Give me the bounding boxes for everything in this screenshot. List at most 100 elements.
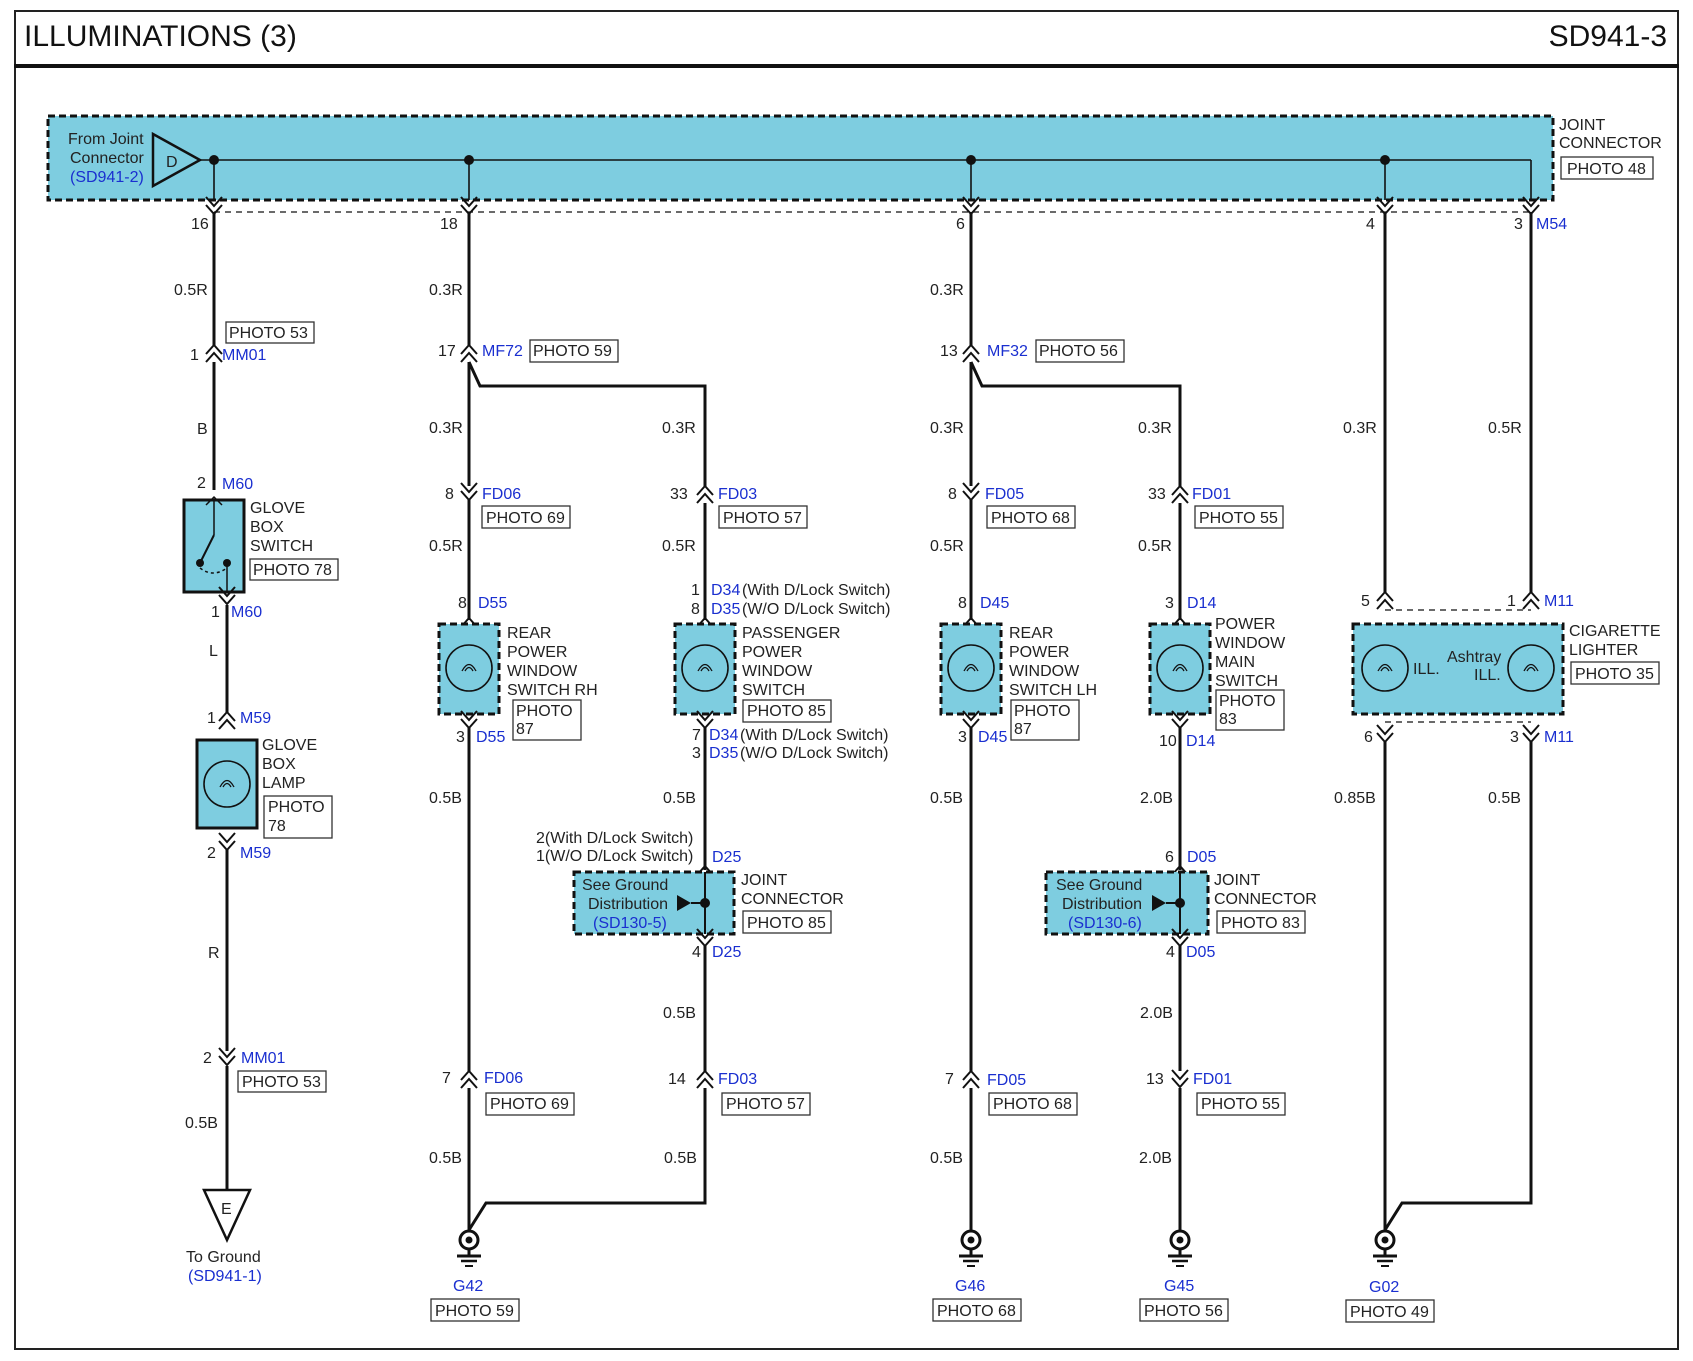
conn-m59: M59 (240, 710, 271, 727)
svg-text:Distribution: Distribution (1062, 896, 1142, 913)
svg-text:14: 14 (668, 1071, 686, 1088)
to-ground-ref: (SD941-1) (188, 1268, 262, 1285)
svg-text:7: 7 (692, 727, 701, 744)
svg-text:(W/O D/Lock Switch): (W/O D/Lock Switch) (742, 601, 890, 618)
wire-label: 0.3R (429, 282, 463, 299)
conn-d14-b: D14 (1186, 733, 1215, 750)
pin-4: 4 (1366, 216, 1375, 233)
wire-label: L (209, 643, 218, 660)
svg-text:1: 1 (1507, 593, 1516, 610)
conn-mf32: MF32 (987, 343, 1028, 360)
wire-label: 0.85B (1334, 790, 1376, 807)
photo-label: PHOTO 68 (937, 1303, 1016, 1320)
svg-text:13: 13 (940, 343, 958, 360)
wire-label: 0.3R (1138, 420, 1172, 437)
svg-text:E: E (221, 1201, 232, 1218)
svg-text:10: 10 (1159, 733, 1177, 750)
conn-d34: D34 (711, 582, 740, 599)
svg-text:SWITCH: SWITCH (1215, 673, 1278, 690)
svg-text:LAMP: LAMP (262, 775, 306, 792)
wire-label: 0.3R (662, 420, 696, 437)
wire-label: 0.5R (429, 538, 463, 555)
svg-text:6: 6 (1364, 729, 1373, 746)
conn-fd05: FD05 (985, 486, 1024, 503)
svg-text:3: 3 (692, 745, 701, 762)
photo-label: PHOTO 68 (993, 1096, 1072, 1113)
from-connector-letter: D (166, 154, 178, 171)
svg-text:87: 87 (516, 721, 534, 738)
svg-text:1: 1 (691, 582, 700, 599)
wire-label: 0.5R (930, 538, 964, 555)
conn-d35-b: D35 (709, 745, 738, 762)
svg-text:4: 4 (1166, 944, 1175, 961)
wire-label: 2.0B (1139, 1150, 1172, 1167)
svg-text:(W/O D/Lock Switch): (W/O D/Lock Switch) (740, 745, 888, 762)
to-ground-arrow (202, 1188, 252, 1243)
wire-label: 0.3R (930, 282, 964, 299)
wire-label: 0.5B (663, 790, 696, 807)
svg-text:LIGHTER: LIGHTER (1569, 642, 1638, 659)
from-joint-ref: (SD941-2) (70, 169, 144, 186)
component-name: CIGARETTE (1569, 623, 1661, 640)
svg-text:POWER: POWER (1009, 644, 1069, 661)
svg-text:WINDOW: WINDOW (1009, 663, 1080, 680)
svg-text:2: 2 (203, 1050, 212, 1067)
svg-text:WINDOW: WINDOW (1215, 635, 1286, 652)
passenger-power-window-switch (673, 622, 737, 716)
photo-label: PHOTO 78 (253, 562, 332, 579)
wire-label: 0.5B (429, 790, 462, 807)
svg-text:1(W/O D/Lock Switch): 1(W/O D/Lock Switch) (536, 848, 693, 865)
pin-18: 18 (440, 216, 458, 233)
photo-label: PHOTO (516, 703, 573, 720)
photo-label: PHOTO 85 (747, 915, 826, 932)
ground-g42: G42 (453, 1278, 483, 1295)
photo-label: PHOTO 56 (1144, 1303, 1223, 1320)
svg-text:78: 78 (268, 818, 286, 835)
photo-label: PHOTO 56 (1039, 343, 1118, 360)
wire-label: 0.5B (185, 1115, 218, 1132)
joint-connector-photo: PHOTO 48 (1567, 161, 1646, 178)
pin-3: 3 (1514, 216, 1523, 233)
svg-text:5: 5 (1361, 593, 1370, 610)
photo-label: PHOTO 59 (435, 1303, 514, 1320)
svg-text:2: 2 (207, 845, 216, 862)
conn-mm01: MM01 (222, 347, 267, 364)
wire-label: 0.5R (174, 282, 208, 299)
ground-g02: G02 (1369, 1279, 1399, 1296)
rear-power-window-switch-rh (437, 622, 501, 716)
svg-text:WINDOW: WINDOW (507, 663, 578, 680)
conn-mm01-b: MM01 (241, 1050, 286, 1067)
photo-label: PHOTO 53 (229, 325, 308, 342)
svg-text:3: 3 (456, 729, 465, 746)
photo-label: PHOTO 69 (490, 1096, 569, 1113)
component-name: JOINT (741, 872, 787, 889)
conn-d55: D55 (478, 595, 507, 612)
svg-text:2: 2 (197, 475, 206, 492)
joint-connector-name: JOINT (1559, 117, 1605, 134)
cigarette-lighter (1351, 622, 1565, 716)
svg-text:13: 13 (1146, 1071, 1164, 1088)
component-name: JOINT (1214, 872, 1260, 889)
component-name: REAR (507, 625, 551, 642)
conn-fd06: FD06 (482, 486, 521, 503)
joint-connector-name-2: CONNECTOR (1559, 135, 1662, 152)
svg-text:SWITCH: SWITCH (742, 682, 805, 699)
svg-text:87: 87 (1014, 721, 1032, 738)
svg-text:8: 8 (458, 595, 467, 612)
photo-label: PHOTO 49 (1350, 1304, 1429, 1321)
diagram-frame (14, 10, 1679, 1350)
photo-label: PHOTO (1014, 703, 1071, 720)
svg-text:33: 33 (670, 486, 688, 503)
svg-text:MAIN: MAIN (1215, 654, 1255, 671)
svg-text:8: 8 (948, 486, 957, 503)
conn-d14: D14 (1187, 595, 1216, 612)
svg-text:SWITCH LH: SWITCH LH (1009, 682, 1097, 699)
component-name: GLOVE (250, 500, 305, 517)
svg-text:7: 7 (945, 1071, 954, 1088)
wire-label: R (208, 945, 220, 962)
svg-text:SWITCH: SWITCH (250, 538, 313, 555)
see-ground-ref: (SD130-6) (1068, 915, 1142, 932)
conn-d05: D05 (1187, 849, 1216, 866)
svg-text:1: 1 (211, 604, 220, 621)
